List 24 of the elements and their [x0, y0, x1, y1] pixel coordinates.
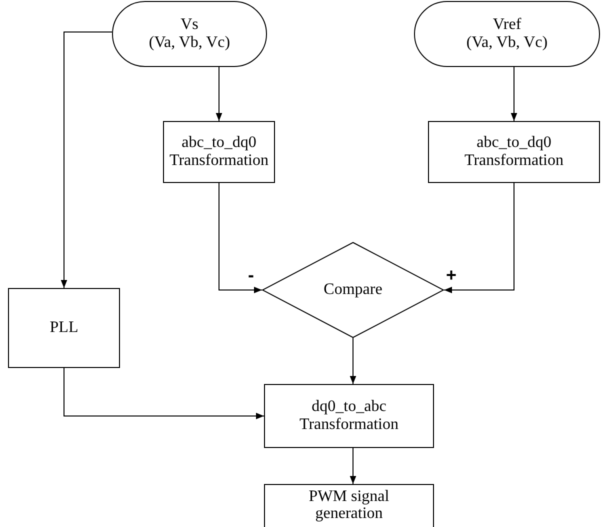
node-label: PLL — [50, 318, 78, 338]
decision-diamond — [262, 242, 444, 338]
node-label: (Va, Vb, Vc) — [466, 34, 548, 52]
process-box — [264, 384, 434, 448]
arrow — [218, 182, 262, 294]
arrow — [64, 368, 264, 420]
process-box — [8, 288, 120, 368]
node-label: abc_to_dq0 Transformation — [168, 134, 270, 170]
arrow — [444, 182, 514, 294]
node-label: dq0_to_abc Transformation — [298, 398, 400, 434]
arrow — [60, 32, 112, 288]
node-label: Compare — [324, 280, 382, 300]
arrow — [350, 338, 356, 384]
node-label: PWM signal generation — [308, 489, 390, 523]
arrow — [216, 66, 222, 122]
arrow — [510, 66, 518, 122]
node-label: abc_to_dq0 Transformation — [464, 134, 564, 170]
node-label: (Va, Vb, Vc) — [148, 34, 230, 52]
node-title: Vs — [180, 16, 198, 34]
process-box — [428, 121, 600, 183]
process-box — [264, 484, 434, 527]
arrow — [350, 448, 356, 484]
node-title: Vref — [492, 16, 522, 34]
process-box — [163, 121, 275, 183]
